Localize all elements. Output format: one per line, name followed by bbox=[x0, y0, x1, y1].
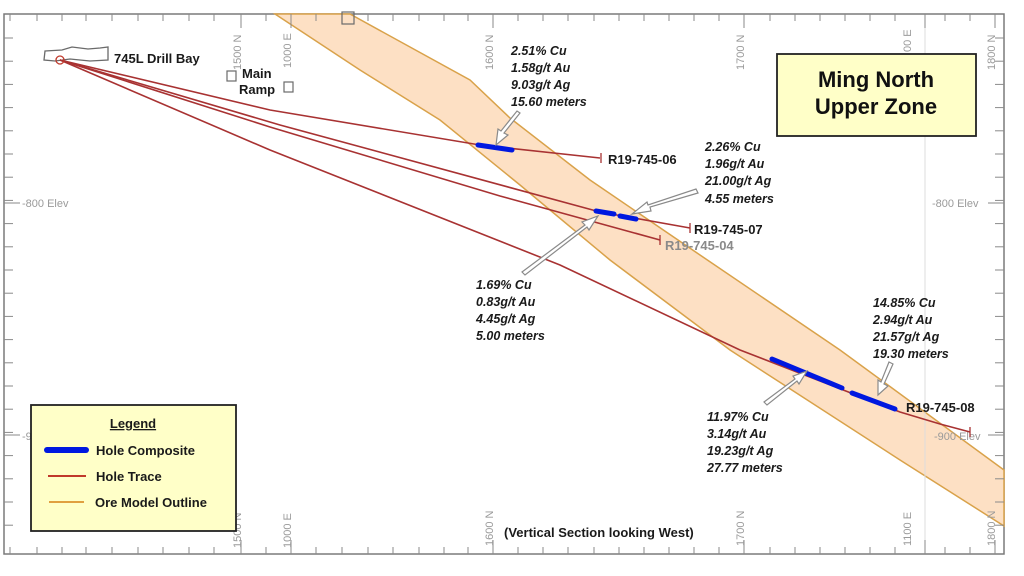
svg-text:9.03g/t Ag: 9.03g/t Ag bbox=[511, 78, 571, 92]
svg-text:21.00g/t Ag: 21.00g/t Ag bbox=[704, 174, 772, 188]
main-ramp-label-line1: Main bbox=[242, 66, 272, 81]
svg-text:4.55 meters: 4.55 meters bbox=[704, 192, 774, 206]
composite-r19-745-07-a bbox=[593, 208, 617, 217]
legend-title: Legend bbox=[110, 416, 156, 431]
bottom-axis-label-1800n: 1800 N bbox=[986, 510, 998, 546]
composite-r19-745-06 bbox=[475, 142, 515, 153]
hole-composites bbox=[475, 142, 898, 412]
bottom-axis-label-1100e: 1100 E bbox=[902, 512, 914, 546]
callout-arrows bbox=[495, 110, 894, 406]
svg-text:19.23g/t Ag: 19.23g/t Ag bbox=[707, 444, 774, 458]
axis-ticks bbox=[4, 14, 1004, 554]
hole-trace-r19-745-04 bbox=[59, 59, 661, 241]
top-axis-label-1500n: 1500 N bbox=[232, 34, 244, 70]
hole-label-r19-745-08: R19-745-08 bbox=[906, 400, 975, 415]
hole-traces bbox=[59, 59, 971, 433]
assay-block-4: 14.85% Cu 2.94g/t Au 21.57g/t Ag 19.30 m… bbox=[872, 296, 949, 361]
svg-text:27.77 meters: 27.77 meters bbox=[706, 461, 783, 475]
arrow-intercept-4 bbox=[877, 361, 894, 397]
hole-label-r19-745-06: R19-745-06 bbox=[608, 152, 677, 167]
hole-end-ticks bbox=[600, 153, 971, 437]
svg-text:2.26% Cu: 2.26% Cu bbox=[704, 140, 761, 154]
top-axis-label-1800n: 1800 N bbox=[986, 34, 998, 70]
top-axis-label-1000e: 1000 E bbox=[282, 33, 294, 68]
svg-text:0.83g/t Au: 0.83g/t Au bbox=[476, 295, 536, 309]
svg-text:11.97% Cu: 11.97% Cu bbox=[707, 410, 769, 424]
legend-label-trace: Hole Trace bbox=[96, 469, 162, 484]
svg-text:1.58g/t Au: 1.58g/t Au bbox=[511, 61, 571, 75]
ramp-marker-1 bbox=[226, 70, 237, 82]
bottom-axis-label-1700n: 1700 N bbox=[735, 510, 747, 546]
hole-trace-r19-745-06 bbox=[59, 59, 601, 159]
drill-bay-outline bbox=[43, 46, 109, 62]
drill-bay-label: 745L Drill Bay bbox=[114, 51, 201, 66]
svg-text:15.60 meters: 15.60 meters bbox=[511, 95, 587, 109]
ramp-marker-3 bbox=[341, 11, 355, 25]
legend-label-composite: Hole Composite bbox=[96, 443, 195, 458]
assay-block-1: 2.51% Cu 1.58g/t Au 9.03g/t Ag 15.60 met… bbox=[510, 44, 587, 109]
hole-label-r19-745-07: R19-745-07 bbox=[694, 222, 763, 237]
legend-label-ore: Ore Model Outline bbox=[95, 495, 207, 510]
svg-text:14.85% Cu: 14.85% Cu bbox=[873, 296, 936, 310]
bottom-axis-label-1600n: 1600 N bbox=[484, 510, 496, 546]
top-axis-label-1100e-partial: 00 E bbox=[902, 29, 914, 52]
hole-trace-r19-745-08 bbox=[59, 59, 971, 433]
assay-block-2: 2.26% Cu 1.96g/t Au 21.00g/t Ag 4.55 met… bbox=[704, 140, 774, 206]
composite-r19-745-08-a bbox=[769, 356, 845, 391]
svg-text:19.30 meters: 19.30 meters bbox=[873, 347, 949, 361]
left-axis-label-900-elev-partial: -9 bbox=[22, 431, 32, 443]
top-axis-label-1700n: 1700 N bbox=[735, 34, 747, 70]
left-axis-label-800-elev: -800 Elev bbox=[22, 198, 69, 210]
svg-text:4.45g/t Ag: 4.45g/t Ag bbox=[475, 312, 536, 326]
composite-r19-745-07-b bbox=[617, 213, 639, 222]
right-axis-label-800-elev: -800 Elev bbox=[932, 198, 979, 210]
main-ramp-label-line2: Ramp bbox=[239, 82, 275, 97]
ramp-marker-2 bbox=[283, 81, 294, 93]
svg-text:21.57g/t Ag: 21.57g/t Ag bbox=[872, 330, 940, 344]
svg-text:2.51% Cu: 2.51% Cu bbox=[510, 44, 567, 58]
assay-block-3: 1.69% Cu 0.83g/t Au 4.45g/t Ag 5.00 mete… bbox=[475, 278, 545, 343]
ore-model-outline bbox=[272, 13, 1005, 528]
arrow-intercept-3 bbox=[521, 214, 600, 276]
svg-text:1.69% Cu: 1.69% Cu bbox=[476, 278, 532, 292]
svg-text:5.00 meters: 5.00 meters bbox=[476, 329, 545, 343]
bottom-axis-label-1000e: 1000 E bbox=[282, 513, 294, 548]
hole-label-r19-745-04: R19-745-04 bbox=[665, 238, 734, 253]
arrow-intercept-1 bbox=[495, 110, 521, 147]
svg-text:1.96g/t Au: 1.96g/t Au bbox=[705, 157, 765, 171]
arrow-intercept-2 bbox=[629, 188, 699, 215]
composite-r19-745-08-b bbox=[849, 390, 898, 412]
title-box: Ming North Upper Zone bbox=[776, 53, 977, 137]
legend: Legend Hole Composite Hole Trace Ore Mod… bbox=[30, 404, 237, 532]
title-line-1: Ming North bbox=[818, 67, 934, 92]
hole-trace-r19-745-07 bbox=[59, 59, 691, 229]
section-caption: (Vertical Section looking West) bbox=[504, 525, 694, 540]
top-axis-label-1600n: 1600 N bbox=[484, 34, 496, 70]
assay-block-5: 11.97% Cu 3.14g/t Au 19.23g/t Ag 27.77 m… bbox=[706, 410, 783, 475]
right-axis-label-900-elev: -900 Elev bbox=[934, 431, 981, 443]
axis-labels: 1500 N 1000 E 1600 N 1700 N 00 E 1800 N … bbox=[22, 29, 998, 548]
svg-text:3.14g/t Au: 3.14g/t Au bbox=[707, 427, 767, 441]
arrow-intercept-5 bbox=[763, 369, 809, 406]
title-line-2: Upper Zone bbox=[815, 94, 937, 119]
collar-marker bbox=[55, 55, 65, 65]
svg-text:2.94g/t Au: 2.94g/t Au bbox=[872, 313, 933, 327]
